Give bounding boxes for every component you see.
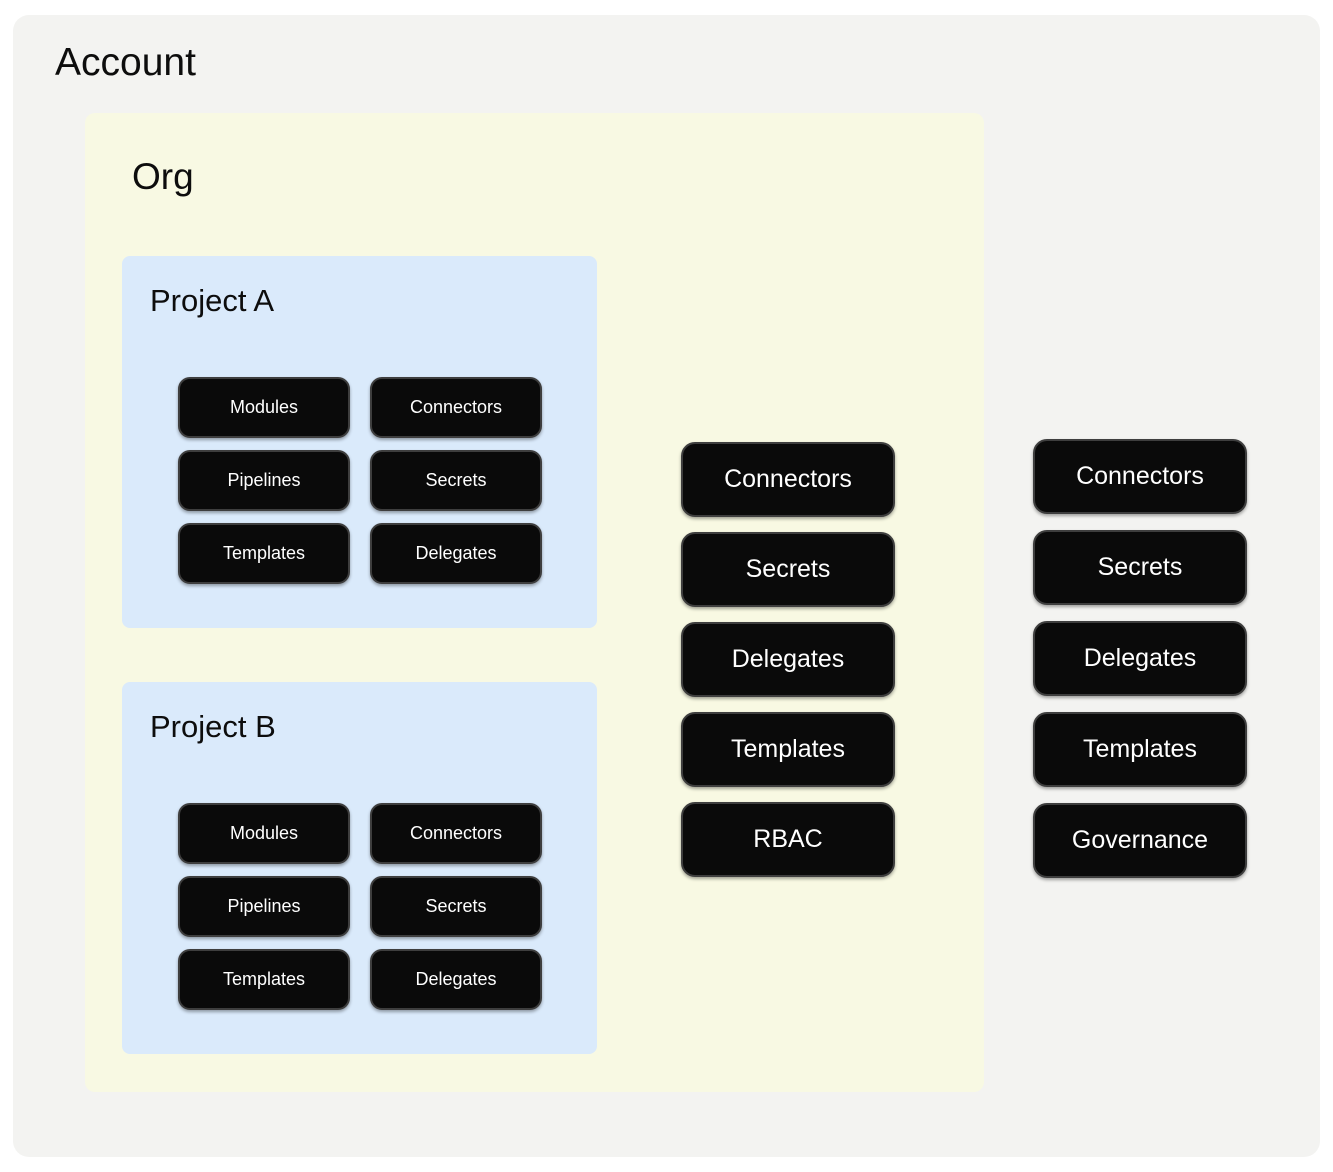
org-node-secrets: Secrets <box>681 532 895 607</box>
project-a-node-templates: Templates <box>178 523 350 584</box>
account-title: Account <box>55 41 196 84</box>
account-node-templates: Templates <box>1033 712 1247 787</box>
org-node-templates: Templates <box>681 712 895 787</box>
project-b-node-connectors: Connectors <box>370 803 542 864</box>
project-a-container: Project A Modules Connectors Pipelines S… <box>122 256 597 628</box>
project-a-node-pipelines: Pipelines <box>178 450 350 511</box>
org-title: Org <box>132 156 194 197</box>
account-node-secrets: Secrets <box>1033 530 1247 605</box>
project-b-node-delegates: Delegates <box>370 949 542 1010</box>
project-b-node-templates: Templates <box>178 949 350 1010</box>
project-b-title: Project B <box>150 709 276 744</box>
project-b-node-modules: Modules <box>178 803 350 864</box>
org-node-rbac: RBAC <box>681 802 895 877</box>
project-a-node-connectors: Connectors <box>370 377 542 438</box>
account-container: Account Org Project A Modules Connectors… <box>13 15 1320 1157</box>
org-resource-column: Connectors Secrets Delegates Templates R… <box>681 442 895 877</box>
org-node-connectors: Connectors <box>681 442 895 517</box>
account-node-governance: Governance <box>1033 803 1247 878</box>
org-node-delegates: Delegates <box>681 622 895 697</box>
account-resource-column: Connectors Secrets Delegates Templates G… <box>1033 439 1247 878</box>
project-b-node-pipelines: Pipelines <box>178 876 350 937</box>
org-container: Org Project A Modules Connectors Pipelin… <box>85 113 984 1092</box>
project-a-resource-grid: Modules Connectors Pipelines Secrets Tem… <box>178 377 542 584</box>
project-a-node-modules: Modules <box>178 377 350 438</box>
project-a-node-delegates: Delegates <box>370 523 542 584</box>
account-node-delegates: Delegates <box>1033 621 1247 696</box>
account-node-connectors: Connectors <box>1033 439 1247 514</box>
project-a-node-secrets: Secrets <box>370 450 542 511</box>
project-a-title: Project A <box>150 283 275 318</box>
project-b-resource-grid: Modules Connectors Pipelines Secrets Tem… <box>178 803 542 1010</box>
project-b-container: Project B Modules Connectors Pipelines S… <box>122 682 597 1054</box>
project-b-node-secrets: Secrets <box>370 876 542 937</box>
